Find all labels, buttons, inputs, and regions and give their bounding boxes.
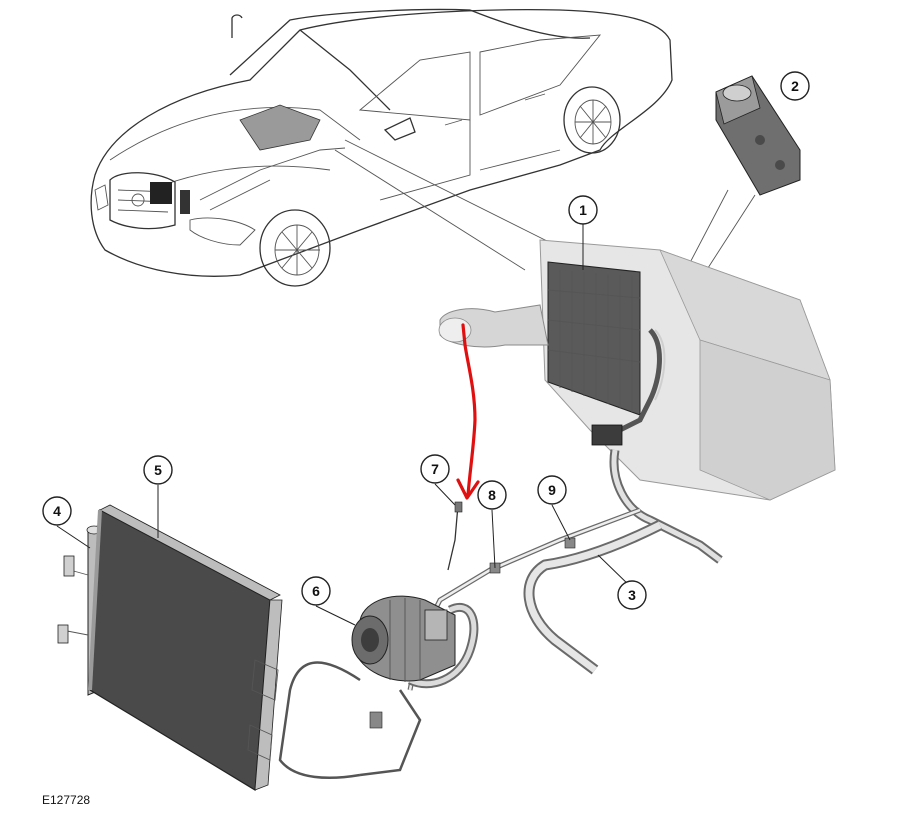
location-leader-lines [334, 139, 556, 271]
expansion-valve [715, 75, 801, 196]
callout-5-label: 5 [154, 462, 162, 478]
callout-7: 7 [420, 454, 450, 484]
callout-8: 8 [477, 480, 507, 510]
callout-1: 1 [568, 195, 598, 225]
callout-9-label: 9 [548, 482, 556, 498]
ac-compressor [351, 595, 456, 682]
callout-2: 2 [780, 71, 810, 101]
callout-6-label: 6 [312, 583, 320, 599]
callout-1-label: 1 [579, 202, 587, 218]
vehicle-illustration [90, 8, 673, 287]
callout-9: 9 [537, 475, 567, 505]
callout-3: 3 [617, 580, 647, 610]
callout-7-label: 7 [431, 461, 439, 477]
callout-2-label: 2 [791, 78, 799, 94]
evaporator-hvac-module [438, 239, 836, 501]
callout-4: 4 [42, 496, 72, 526]
callout-5: 5 [143, 455, 173, 485]
highlight-arrow [456, 323, 480, 500]
callout-3-label: 3 [628, 587, 636, 603]
callout-8-label: 8 [488, 487, 496, 503]
ac-condenser [57, 504, 283, 792]
callout-4-label: 4 [53, 503, 61, 519]
callout-6: 6 [301, 576, 331, 606]
callout-leader-lines [56, 224, 633, 626]
figure-id: E127728 [42, 793, 91, 807]
